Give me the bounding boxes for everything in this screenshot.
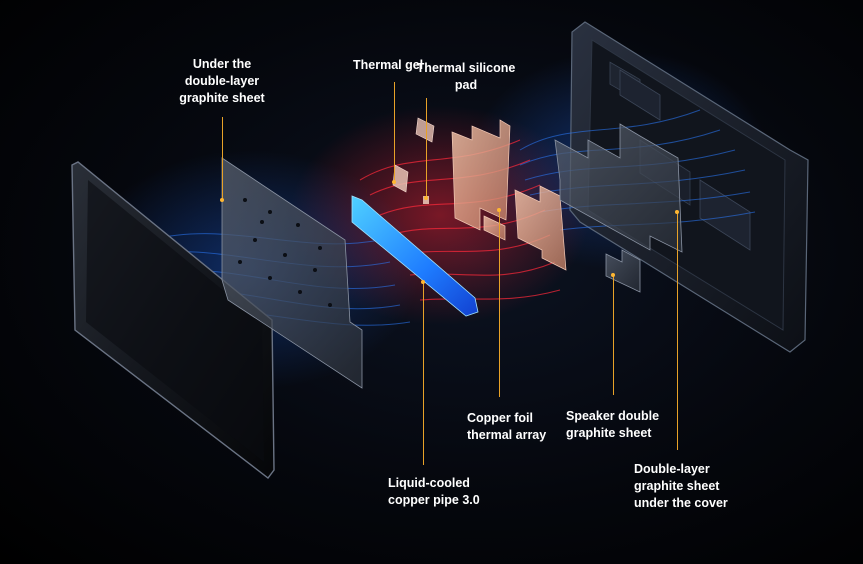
label-under-double-layer: Under the double-layer graphite sheet: [172, 56, 272, 107]
leader-dot-thermal-silicone-pad: [424, 196, 428, 200]
label-thermal-gel: Thermal gel: [353, 58, 424, 72]
leader-copper-foil: [499, 210, 500, 397]
label-line: Thermal silicone: [416, 61, 516, 75]
leader-thermal-gel: [394, 82, 395, 182]
leader-dot-cover-graphite: [675, 210, 679, 214]
leader-dot-thermal-gel: [392, 180, 396, 184]
liquid-cooled-pipe: [351, 195, 479, 317]
thermal-silicone-pad: [415, 117, 435, 143]
label-line: Liquid-cooled: [388, 476, 470, 490]
label-cover-graphite: Double-layer graphite sheet under the co…: [634, 461, 728, 512]
leader-speaker-graphite: [613, 275, 614, 395]
leader-dot-liquid-cooled-pipe: [421, 280, 425, 284]
label-line: thermal array: [467, 428, 547, 442]
graphite-sheet-front: [221, 157, 363, 389]
label-line: Double-layer: [634, 462, 710, 476]
label-thermal-silicone-pad: Thermal silicone pad: [414, 60, 518, 94]
label-line: under the cover: [634, 496, 728, 510]
label-speaker-graphite: Speaker double graphite sheet: [566, 408, 659, 442]
label-line: Under the: [192, 57, 252, 71]
thermal-silicone-pad-small: [423, 196, 429, 204]
label-line: graphite sheet: [566, 426, 652, 440]
leader-dot-under-double-layer: [220, 198, 224, 202]
label-line: Speaker double: [566, 409, 660, 423]
leader-under-double-layer: [222, 117, 223, 201]
label-line: double-layer: [184, 74, 260, 88]
graphite-sheet-cover: [554, 123, 683, 293]
label-line: graphite sheet: [634, 479, 720, 493]
leader-liquid-cooled-pipe: [423, 282, 424, 465]
speaker-graphite-sheet: [605, 249, 641, 293]
label-line: pad: [454, 78, 478, 92]
copper-foil-array: [451, 119, 567, 271]
leader-cover-graphite: [677, 212, 678, 450]
label-line: Copper foil: [467, 411, 533, 425]
label-line: graphite sheet: [179, 91, 265, 105]
label-line: copper pipe 3.0: [388, 493, 480, 507]
label-copper-foil: Copper foil thermal array: [467, 410, 546, 444]
label-liquid-cooled-pipe: Liquid-cooled copper pipe 3.0: [388, 475, 480, 509]
leader-dot-copper-foil: [497, 208, 501, 212]
leader-thermal-silicone-pad: [426, 98, 427, 198]
front-glass-panel: [71, 161, 275, 479]
thermal-gel: [392, 164, 409, 193]
leader-dot-speaker-graphite: [611, 273, 615, 277]
